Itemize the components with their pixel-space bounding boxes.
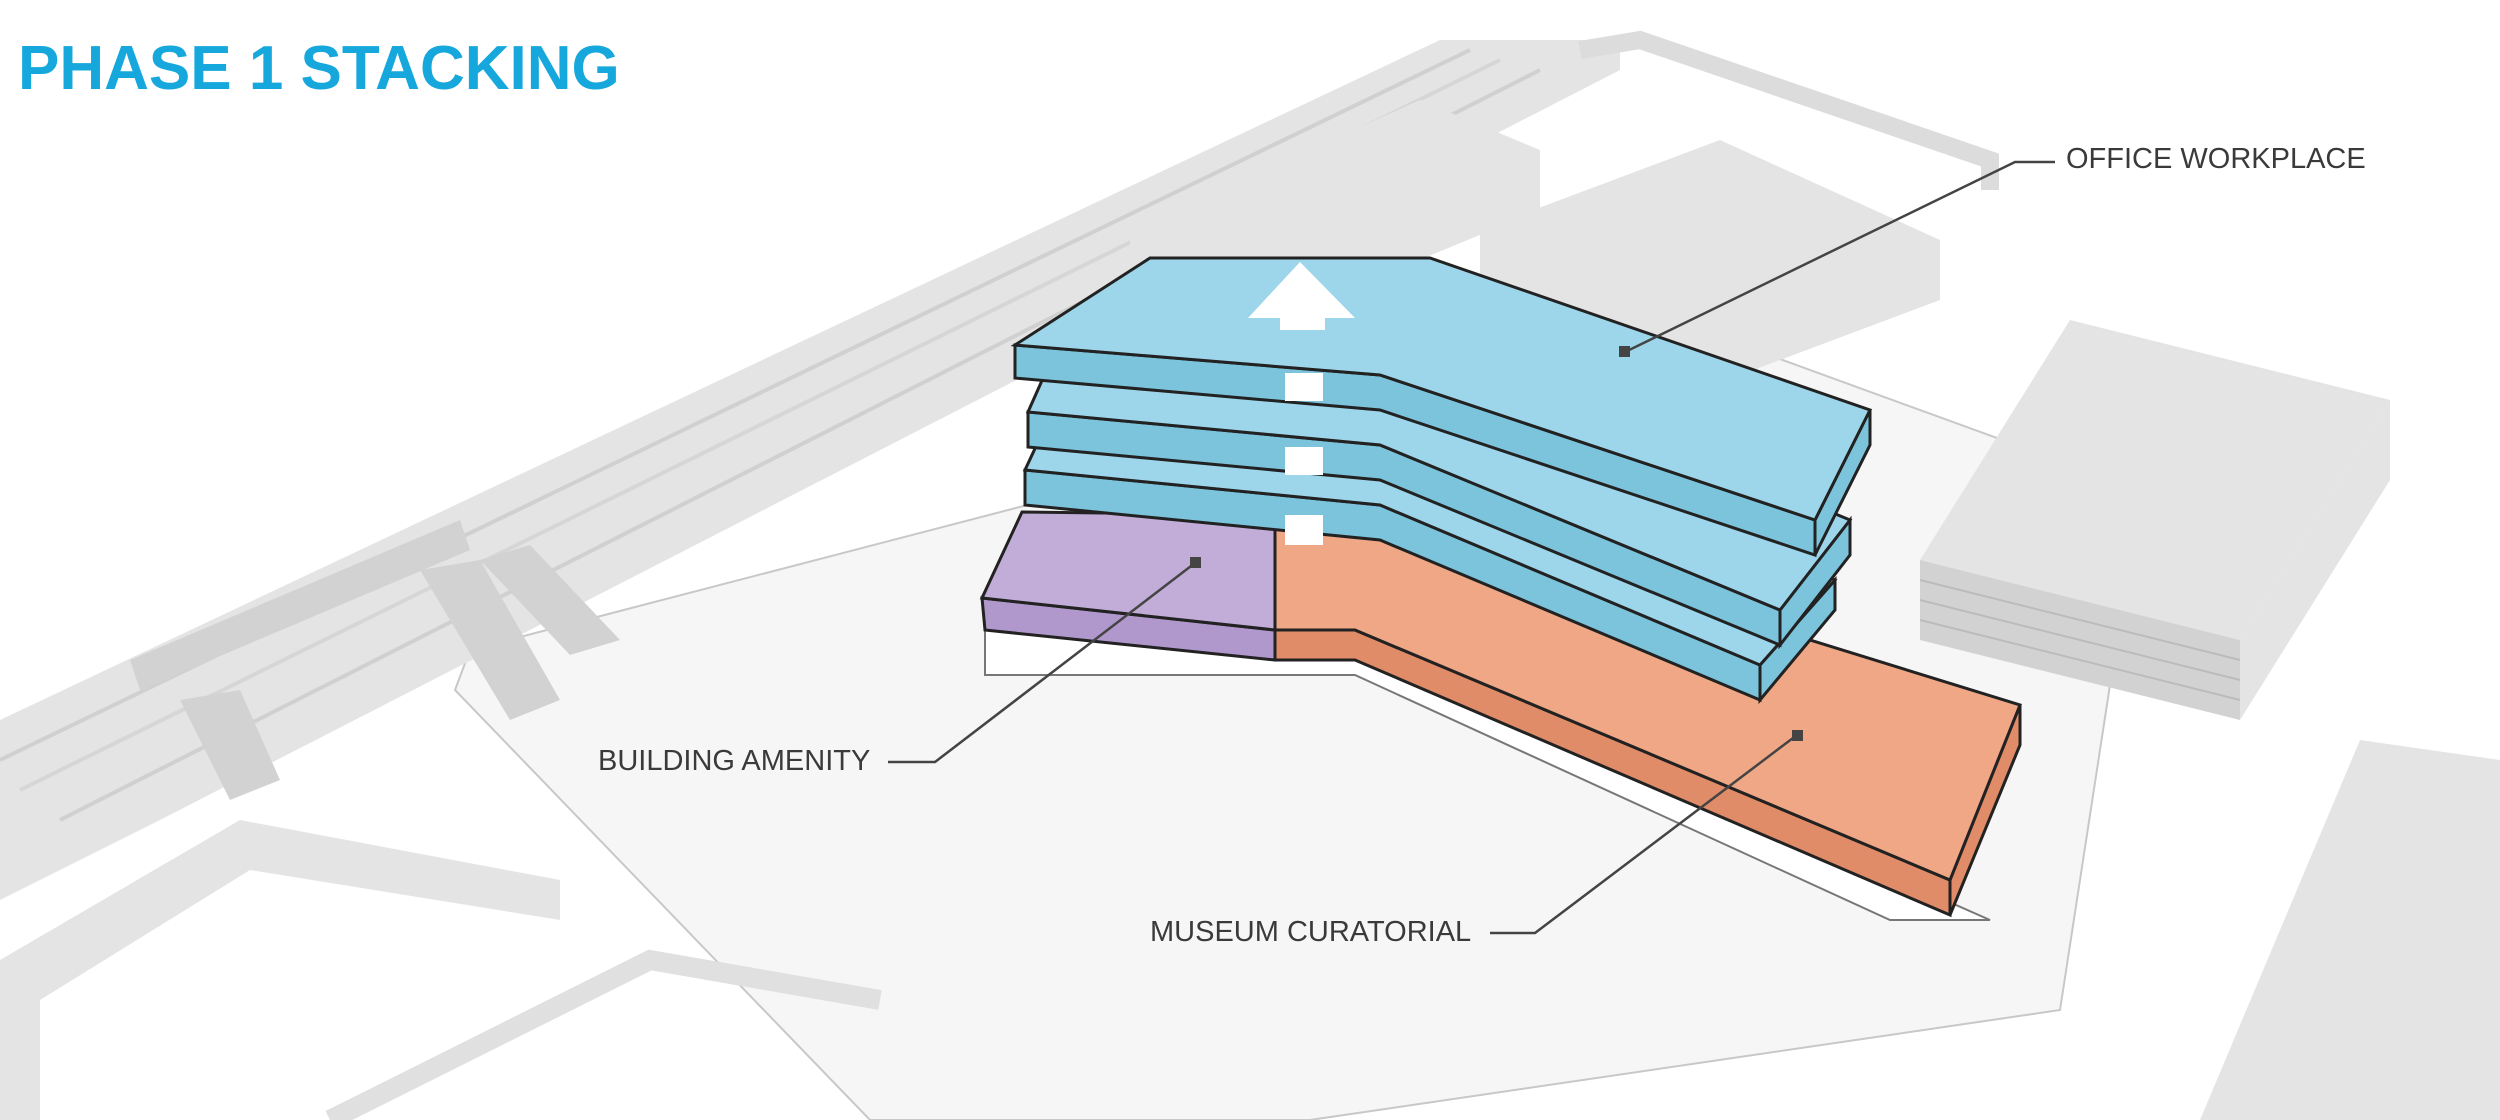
leader-office xyxy=(1624,160,2055,354)
context-building-east xyxy=(1919,320,2390,720)
up-arrow-icon xyxy=(1248,262,1355,545)
page-title: PHASE 1 STACKING xyxy=(18,34,620,103)
rail-platform xyxy=(130,520,470,690)
context-lot-outline xyxy=(325,949,882,1120)
site-context xyxy=(0,30,2500,1120)
context-building-southeast xyxy=(2200,740,2500,1120)
context-plaza-outline xyxy=(1578,30,1999,190)
office-floor-3 xyxy=(1010,256,1873,558)
office-floor-2 xyxy=(1025,338,1853,650)
bridge-pier xyxy=(180,690,280,800)
context-building-southwest xyxy=(0,820,560,1120)
floor-ground xyxy=(979,508,2022,921)
square-dot-icon xyxy=(1190,557,1201,568)
leader-amenity xyxy=(888,562,1196,764)
label-museum-curatorial: MUSEUM CURATORIAL xyxy=(1150,916,1472,948)
square-dot-icon xyxy=(1619,346,1630,357)
bridge-pier xyxy=(420,560,560,720)
building-massing xyxy=(979,256,2022,921)
square-dot-icon xyxy=(1792,730,1803,741)
label-building-amenity: BUILDING AMENITY xyxy=(598,745,871,777)
leader-lines xyxy=(888,160,2055,935)
leader-museum xyxy=(1490,734,1798,935)
bridge-pier xyxy=(480,545,620,655)
label-office-workplace: OFFICE WORKPLACE xyxy=(2066,143,2366,175)
